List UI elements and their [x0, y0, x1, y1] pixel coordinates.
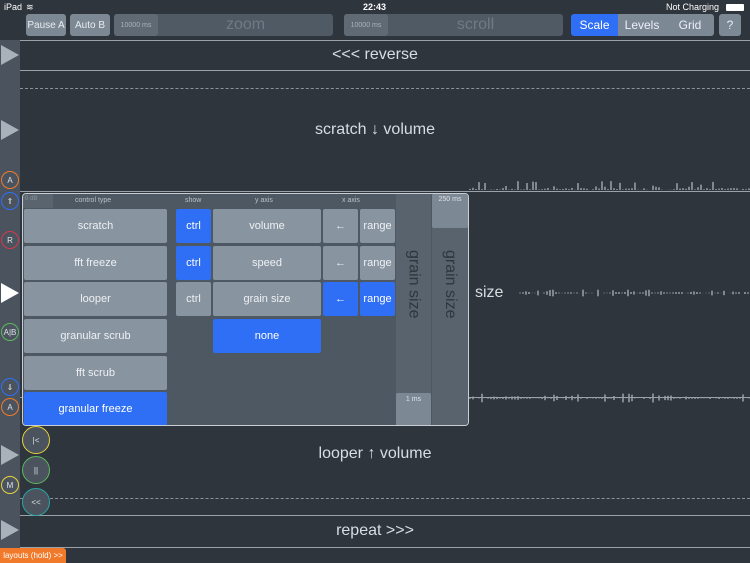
y-axis-none[interactable]: none — [213, 319, 321, 353]
zoom-value: 10000 ms — [114, 14, 158, 36]
grain-size-label-2: grain size — [442, 249, 459, 319]
a-marker-button[interactable]: A — [1, 398, 19, 416]
divider — [20, 191, 750, 192]
control-type-fft-freeze[interactable]: fft freeze — [24, 246, 167, 280]
arrow-left-icon[interactable]: ← — [323, 209, 358, 243]
lane-reverse[interactable]: <<< reverse — [332, 46, 418, 63]
header-y-axis: y axis — [255, 197, 273, 204]
grain-size-label-1: grain size — [405, 249, 423, 319]
skip-start-button[interactable]: |< — [22, 426, 50, 454]
mode-grid[interactable]: Grid — [666, 14, 714, 36]
header-show: show — [185, 197, 202, 204]
up-button[interactable]: ⇑ — [1, 192, 19, 210]
play-icon[interactable] — [1, 120, 19, 140]
rewind-button[interactable]: << — [22, 488, 50, 516]
control-type-scratch[interactable]: scratch — [24, 209, 167, 243]
m-button[interactable]: M — [1, 476, 19, 494]
pause-button[interactable]: || — [22, 456, 50, 484]
control-type-granular-freeze[interactable]: granular freeze — [24, 392, 167, 425]
grain-size-slider-2[interactable]: grain size 250 ms — [432, 194, 468, 425]
y-axis-speed[interactable]: speed — [213, 246, 321, 280]
play-icon[interactable] — [1, 283, 19, 303]
grain-size-value-2: 250 ms — [432, 194, 468, 228]
control-type-fft-scrub[interactable]: fft scrub — [24, 356, 167, 390]
play-icon[interactable] — [1, 445, 19, 465]
range-button-2[interactable]: range — [360, 246, 395, 280]
dashed-line — [20, 88, 750, 89]
play-icon[interactable] — [1, 45, 19, 65]
divider — [20, 547, 750, 548]
zoom-label: zoom — [225, 16, 266, 33]
device-name: iPad — [4, 2, 23, 12]
battery-status: Not Charging — [666, 2, 720, 12]
grain-size-value-1: 1 ms — [396, 393, 431, 425]
scroll-value: 10000 ms — [344, 14, 388, 36]
mode-scale[interactable]: Scale — [571, 14, 618, 36]
battery-icon — [726, 4, 744, 11]
control-type-granular-scrub[interactable]: granular scrub — [24, 319, 167, 353]
help-button[interactable]: ? — [719, 14, 741, 36]
scroll-label: scroll — [456, 16, 495, 33]
lane-grain-size[interactable]: size — [475, 284, 504, 301]
header-x-axis: x axis — [342, 197, 360, 204]
zoom-slider[interactable]: 10000 ms zoom — [114, 14, 333, 36]
down-button[interactable]: ⇓ — [1, 378, 19, 396]
y-axis-volume[interactable]: volume — [213, 209, 321, 243]
lane-scratch[interactable]: scratch ↓ volume — [314, 121, 436, 138]
clock: 22:43 — [363, 2, 387, 12]
lane-looper[interactable]: looper ↑ volume — [318, 445, 432, 462]
range-button-1[interactable]: range — [360, 209, 395, 243]
divider — [20, 40, 750, 41]
dashed-line — [20, 498, 750, 499]
lane-repeat[interactable]: repeat >>> — [336, 522, 414, 539]
divider — [20, 515, 750, 516]
db-label: 0 dB — [23, 194, 53, 208]
status-bar: iPad ≋ 22:43 Not Charging — [0, 0, 750, 14]
arrow-left-icon[interactable]: ← — [323, 282, 358, 316]
a-marker-button[interactable]: A — [1, 171, 19, 189]
mode-levels[interactable]: Levels — [618, 14, 666, 36]
y-axis-grain-size[interactable]: grain size — [213, 282, 321, 316]
mode-segmented-control: Scale Levels Grid — [571, 14, 714, 36]
pause-a-button[interactable]: Pause A — [26, 14, 66, 36]
show-ctrl-2[interactable]: ctrl — [176, 246, 211, 280]
record-button[interactable]: R — [1, 231, 19, 249]
divider — [20, 70, 750, 71]
range-button-3[interactable]: range — [360, 282, 395, 316]
show-ctrl-3[interactable]: ctrl — [176, 282, 211, 316]
show-ctrl-1[interactable]: ctrl — [176, 209, 211, 243]
layouts-button[interactable]: layouts (hold) >> — [0, 548, 66, 563]
ab-button[interactable]: A|B — [1, 323, 19, 341]
grain-size-slider-1[interactable]: grain size 1 ms — [396, 194, 431, 425]
wifi-icon: ≋ — [26, 2, 34, 12]
control-type-looper[interactable]: looper — [24, 282, 167, 316]
arrow-left-icon[interactable]: ← — [323, 246, 358, 280]
auto-b-button[interactable]: Auto B — [70, 14, 110, 36]
control-panel: 0 dB control type show y axis x axis scr… — [22, 193, 469, 426]
header-control-type: control type — [75, 197, 112, 204]
play-icon[interactable] — [1, 520, 19, 540]
scroll-slider[interactable]: 10000 ms scroll — [344, 14, 563, 36]
